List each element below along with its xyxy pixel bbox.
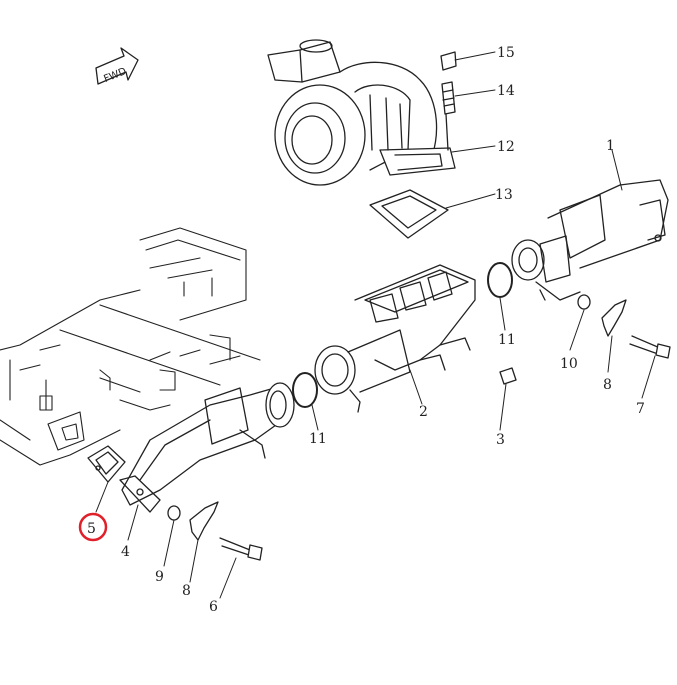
spacers — [167, 294, 591, 521]
callout-8b: 8 — [603, 377, 612, 393]
callout-11b: 11 — [498, 332, 516, 348]
bolts — [219, 335, 671, 561]
exhaust-manifold-front — [511, 179, 669, 301]
exhaust-manifold-middle — [314, 264, 476, 413]
callout-2: 2 — [419, 404, 428, 420]
manifold-gasket — [87, 445, 126, 483]
exhaust-manifold-rear — [119, 382, 295, 513]
callout-1: 1 — [606, 138, 615, 154]
callout-14: 14 — [497, 83, 515, 99]
turbocharger — [267, 39, 456, 186]
leader-lines — [95, 51, 656, 599]
callout-3: 3 — [496, 432, 505, 448]
stud-and-nut — [440, 51, 457, 151]
callout-15: 15 — [497, 45, 515, 61]
callout-4: 4 — [121, 544, 130, 560]
forward-direction-arrow: FWD — [95, 47, 139, 85]
callout-10: 10 — [560, 356, 578, 372]
callout-labels: 15 14 12 13 1 11 10 8 7 3 2 11 4 5 9 8 6 — [87, 45, 645, 615]
callout-11a: 11 — [309, 431, 327, 447]
engine-block — [0, 227, 261, 466]
callout-6: 6 — [209, 599, 218, 615]
turbo-gasket — [369, 189, 449, 239]
callout-9: 9 — [155, 569, 164, 585]
highlight-circle — [78, 512, 108, 542]
callout-12: 12 — [497, 139, 515, 155]
callout-8a: 8 — [182, 583, 191, 599]
snap-rings — [292, 262, 513, 408]
callout-5: 5 — [87, 521, 96, 537]
lock-plates — [189, 299, 627, 541]
callout-13: 13 — [495, 187, 513, 203]
callout-7: 7 — [636, 401, 645, 417]
